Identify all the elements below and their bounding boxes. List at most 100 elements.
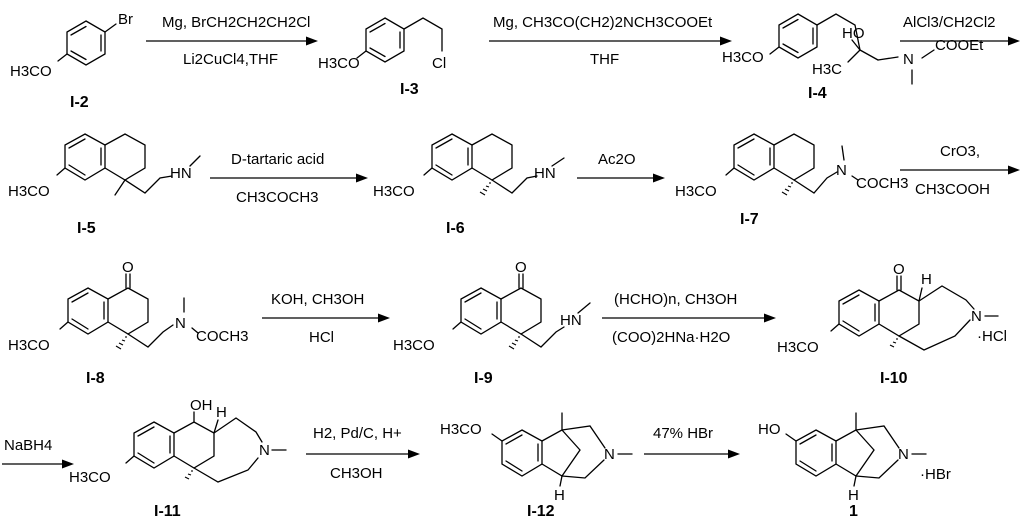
arrow-2-reagent-below: THF — [590, 51, 619, 68]
arrow-7-reagent-below: HCl — [309, 329, 334, 346]
nitrogen-label: N — [903, 51, 914, 68]
arrow-3-reagent-above: AlCl3/CH2Cl2 — [903, 14, 996, 31]
reaction-arrow-2: Mg, CH3CO(CH2)2NCH3COOEt THF — [489, 14, 732, 68]
hbr-salt-label: ·HBr — [920, 466, 951, 483]
hydroxy-label: HO — [758, 421, 781, 438]
ketone-oxygen-label: O — [893, 261, 905, 278]
methoxy-label: H3CO — [69, 469, 111, 486]
arrow-4-reagent-above: D-tartaric acid — [231, 151, 324, 168]
compound-I-6: H3CO HN I-6 — [373, 133, 565, 237]
compound-label-I-6: I-6 — [446, 220, 465, 237]
arrow-8-reagent-below: (COO)2HNa·H2O — [612, 329, 730, 346]
reaction-arrow-1: Mg, BrCH2CH2CH2Cl Li2CuCl4,THF — [146, 14, 318, 68]
stereo-hash-bond — [508, 336, 520, 350]
compound-label-I-5: I-5 — [77, 220, 96, 237]
arrow-10-reagent-above: H2, Pd/C, H+ — [313, 425, 402, 442]
methoxy-label: H3CO — [10, 63, 52, 80]
methoxy-label: H3CO — [393, 337, 435, 354]
nitrogen-label: N — [175, 315, 186, 332]
acetyl-label: COCH3 — [856, 175, 909, 192]
arrow-1-reagent-below: Li2CuCl4,THF — [183, 51, 278, 68]
reaction-arrow-9: NaBH4 — [2, 437, 74, 469]
compound-label-I-2: I-2 — [70, 94, 89, 111]
compound-label-I-7: I-7 — [740, 211, 759, 228]
stereo-hash-bond — [115, 336, 127, 350]
methoxy-label: H3CO — [722, 49, 764, 66]
compound-I-8: O H3CO N COCH3 I-8 — [8, 259, 249, 387]
ketone-oxygen-label: O — [122, 259, 134, 276]
reaction-arrow-6: CrO3, CH3COOH — [900, 143, 1020, 198]
methoxy-label: H3CO — [675, 183, 717, 200]
compound-label-1: 1 — [849, 503, 858, 520]
methoxy-label: H3CO — [373, 183, 415, 200]
compound-label-I-3: I-3 — [400, 81, 419, 98]
compound-I-10: O H N ·HCl H3CO I-10 — [777, 261, 1007, 387]
reaction-arrow-8: (HCHO)n, CH3OH (COO)2HNa·H2O — [602, 291, 776, 346]
arrow-6-reagent-below: CH3COOH — [915, 181, 990, 198]
stereo-hydrogen-label: H — [216, 404, 227, 421]
arrow-5-reagent-above: Ac2O — [598, 151, 636, 168]
nitrogen-label: N — [836, 162, 847, 179]
stereo-hydrogen-label: H — [848, 487, 859, 504]
nitrogen-label: N — [259, 442, 270, 459]
arrow-9-reagent-above: NaBH4 — [4, 437, 52, 454]
bromo-label: Br — [118, 11, 133, 28]
amine-label: HN — [170, 165, 192, 182]
reaction-arrow-7: KOH, CH3OH HCl — [262, 291, 390, 346]
reaction-arrow-5: Ac2O — [577, 151, 665, 183]
amine-label: HN — [560, 312, 582, 329]
compound-I-2: Br H3CO I-2 — [10, 11, 133, 111]
methoxy-label: H3CO — [777, 339, 819, 356]
arrow-6-reagent-above: CrO3, — [940, 143, 980, 160]
compound-I-3: H3CO Cl I-3 — [318, 17, 446, 98]
compound-label-I-8: I-8 — [86, 370, 105, 387]
reaction-arrow-3: AlCl3/CH2Cl2 — [900, 14, 1020, 46]
acetyl-label: COCH3 — [196, 328, 249, 345]
arrow-1-reagent-above: Mg, BrCH2CH2CH2Cl — [162, 14, 310, 31]
compound-I-4: H3CO HO H3C N COOEt I-4 — [722, 13, 984, 102]
arrow-8-reagent-above: (HCHO)n, CH3OH — [614, 291, 737, 308]
compound-I-9: O H3CO HN I-9 — [393, 259, 591, 387]
methoxy-label: H3CO — [8, 337, 50, 354]
ester-label: COOEt — [935, 37, 984, 54]
stereo-hash-bond — [781, 182, 793, 196]
compound-I-11: OH H N H3CO I-11 — [69, 397, 287, 520]
compound-label-I-11: I-11 — [154, 503, 181, 520]
chloro-label: Cl — [432, 55, 446, 72]
methoxy-label: H3CO — [440, 421, 482, 438]
arrow-4-reagent-below: CH3COCH3 — [236, 189, 319, 206]
compound-I-5: H3CO HN I-5 — [8, 133, 201, 237]
compound-label-I-12: I-12 — [527, 503, 555, 520]
arrow-10-reagent-below: CH3OH — [330, 465, 383, 482]
arrow-7-reagent-above: KOH, CH3OH — [271, 291, 364, 308]
stereo-hydrogen-label: H — [921, 271, 932, 288]
methoxy-label: H3CO — [8, 183, 50, 200]
nitrogen-label: N — [604, 446, 615, 463]
compound-I-7: H3CO N COCH3 I-7 — [675, 133, 909, 228]
hydroxy-label: OH — [190, 397, 213, 414]
hcl-salt-label: ·HCl — [977, 328, 1007, 345]
arrow-2-reagent-above: Mg, CH3CO(CH2)2NCH3COOEt — [493, 14, 713, 31]
stereo-hydrogen-label: H — [554, 487, 565, 504]
nitrogen-label: N — [898, 446, 909, 463]
compound-label-I-10: I-10 — [880, 370, 908, 387]
reaction-arrow-10: H2, Pd/C, H+ CH3OH — [306, 425, 420, 482]
compound-label-I-9: I-9 — [474, 370, 493, 387]
hydroxy-label: HO — [842, 25, 865, 42]
compound-label-I-4: I-4 — [808, 85, 827, 102]
ketone-oxygen-label: O — [515, 259, 527, 276]
methyl-label: H3C — [812, 61, 842, 78]
methoxy-label: H3CO — [318, 55, 360, 72]
amine-label: HN — [534, 165, 556, 182]
stereo-hash-bond — [889, 338, 898, 348]
compound-1: HO N ·HBr H 1 — [758, 412, 951, 520]
nitrogen-label: N — [971, 308, 982, 325]
reaction-arrow-11: 47% HBr — [644, 425, 740, 459]
arrow-11-reagent-above: 47% HBr — [653, 425, 713, 442]
stereo-hash-bond — [479, 182, 491, 196]
reaction-arrow-4: D-tartaric acid CH3COCH3 — [210, 151, 368, 206]
compound-I-12: H3CO N H I-12 — [440, 412, 633, 520]
stereo-hash-bond — [184, 470, 193, 480]
